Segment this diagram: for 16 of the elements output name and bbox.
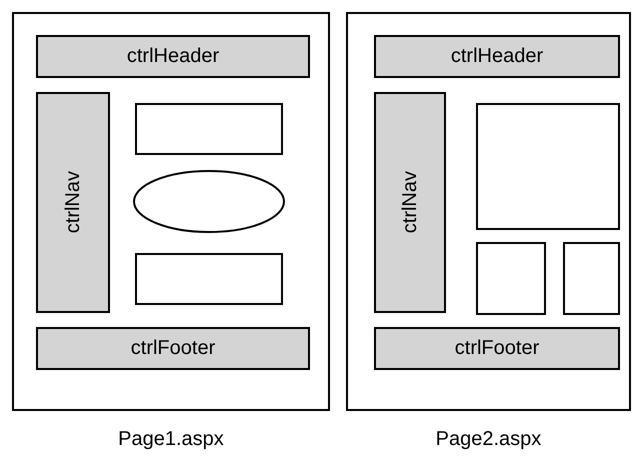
content-box [476, 103, 620, 230]
control-box: ctrlFooter [36, 327, 310, 370]
page-frame [12, 12, 330, 411]
content-box [476, 242, 546, 315]
content-box [135, 253, 283, 305]
navigation-control-box: ctrlNav [374, 92, 446, 313]
navigation-control-box: ctrlNav [36, 92, 110, 313]
control-box: ctrlHeader [36, 35, 310, 78]
control-box: ctrlHeader [374, 35, 620, 78]
ellipse-shape [133, 170, 285, 233]
content-box [563, 242, 620, 315]
page-caption: Page2.aspx [434, 428, 542, 451]
control-box: ctrlFooter [374, 327, 620, 370]
page-frame [346, 12, 631, 411]
page-caption: Page1.aspx [117, 428, 225, 451]
content-box [135, 103, 283, 155]
